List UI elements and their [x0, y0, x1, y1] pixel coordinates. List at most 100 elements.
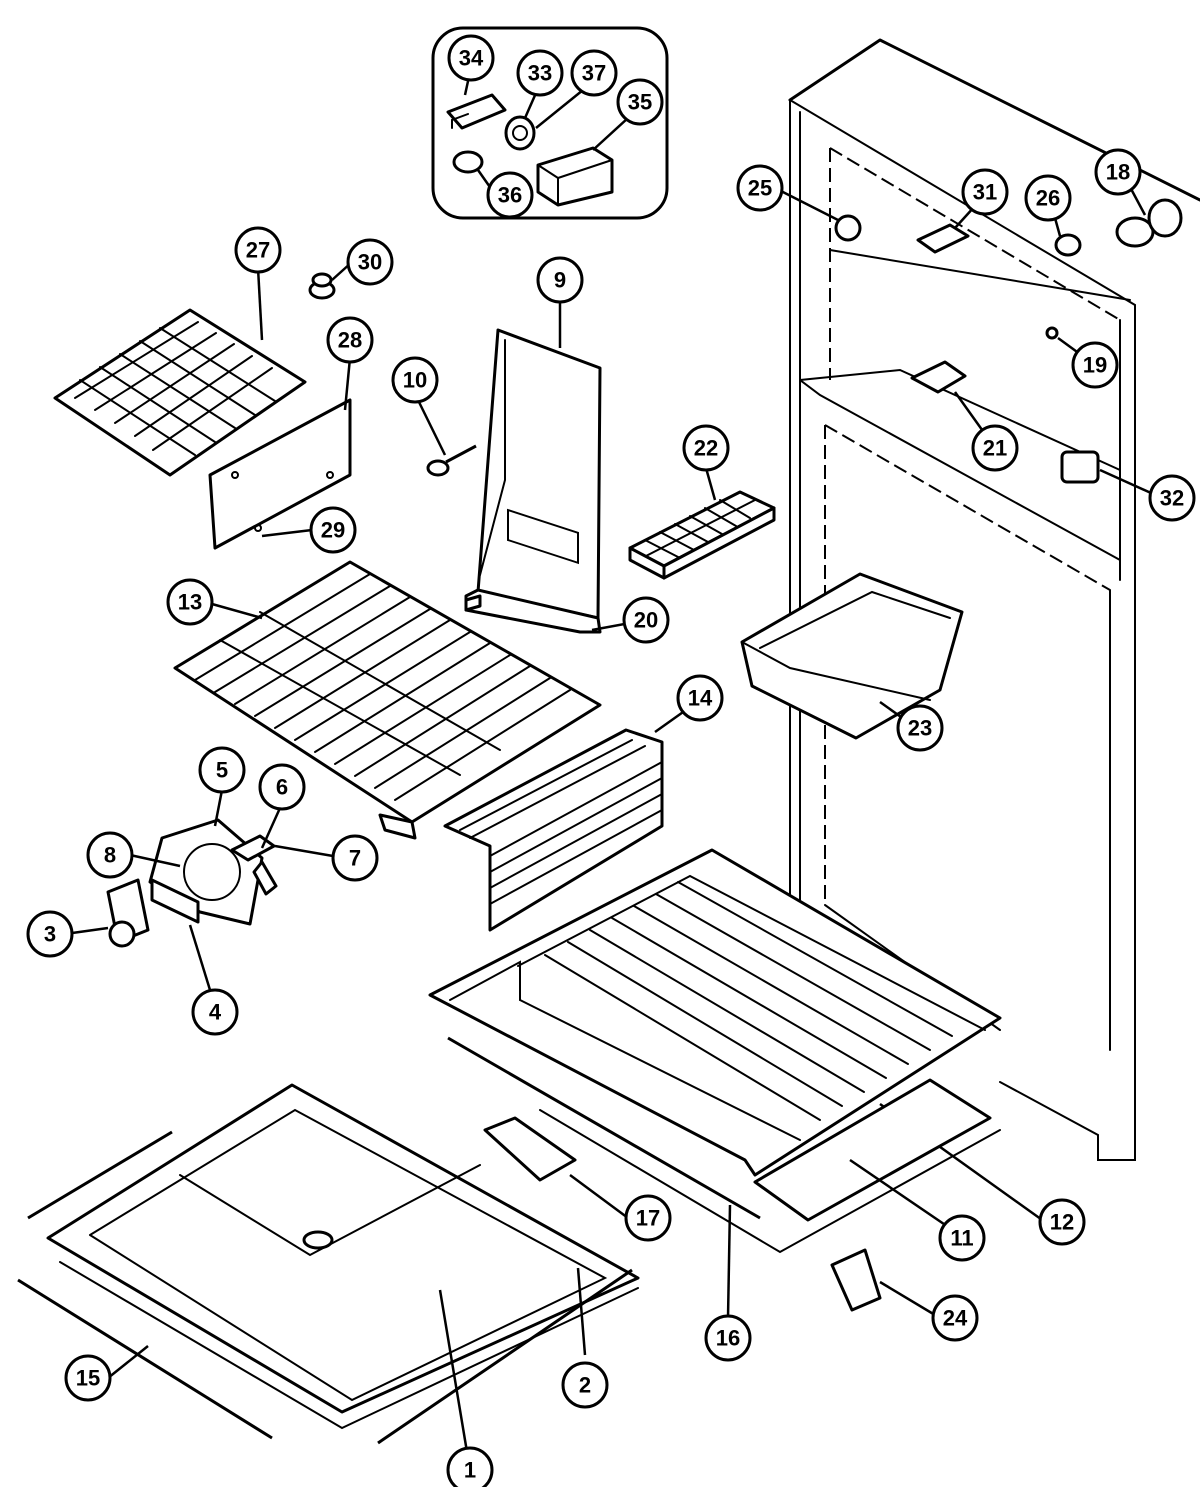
leader-29 — [261, 528, 313, 538]
control-knob — [1060, 450, 1163, 500]
light-switch-cover — [774, 186, 862, 242]
ice-cube-tray — [628, 467, 776, 580]
svg-text:19: 19 — [1083, 353, 1107, 378]
svg-text:35: 35 — [628, 90, 652, 115]
svg-text:24: 24 — [943, 1306, 968, 1331]
callout-3: 3 — [26, 910, 74, 958]
svg-text:25: 25 — [748, 176, 772, 201]
svg-text:29: 29 — [321, 518, 345, 543]
callout-21: 21 — [971, 424, 1019, 472]
light-shield — [536, 146, 614, 207]
callout-34: 34 — [447, 34, 495, 82]
svg-text:5: 5 — [216, 758, 228, 783]
callout-37: 37 — [570, 49, 618, 97]
callout-29: 29 — [309, 506, 357, 554]
leader-28 — [343, 357, 352, 411]
svg-text:37: 37 — [582, 61, 606, 86]
shelf-support — [208, 398, 352, 550]
light-bulb — [504, 115, 536, 151]
callout-15: 15 — [64, 1354, 112, 1402]
svg-text:11: 11 — [950, 1226, 973, 1251]
clip — [830, 1248, 936, 1317]
freezer-shelf — [53, 308, 307, 477]
callout-1: 1 — [446, 1446, 494, 1487]
svg-text:3: 3 — [44, 922, 56, 947]
callout-10: 10 — [391, 356, 439, 404]
svg-text:31: 31 — [973, 180, 997, 205]
callout-23: 23 — [896, 704, 944, 752]
callout-33: 33 — [516, 49, 564, 97]
svg-text:27: 27 — [246, 238, 270, 263]
screw — [416, 399, 477, 477]
glass-shelf-frame — [428, 848, 1046, 1224]
screw-small — [1045, 326, 1096, 367]
light-socket — [446, 93, 507, 130]
svg-text:28: 28 — [338, 328, 362, 353]
cabinet-liner — [788, 38, 1200, 1161]
side-rail-right — [377, 1267, 633, 1445]
callout-7: 7 — [331, 834, 379, 882]
callout-24: 24 — [931, 1294, 979, 1342]
svg-text:32: 32 — [1160, 486, 1184, 511]
callout-11: 11 — [938, 1214, 986, 1262]
fan-assembly — [64, 789, 334, 991]
callout-12: 12 — [1038, 1198, 1086, 1246]
grommet — [308, 272, 336, 300]
drain-trough — [447, 1036, 761, 1319]
svg-text:6: 6 — [276, 775, 288, 800]
svg-text:4: 4 — [209, 1000, 222, 1025]
callout-14: 14 — [676, 674, 724, 722]
fan-motor-bracket — [150, 878, 200, 924]
callout-35: 35 — [616, 78, 664, 126]
callout-19: 19 — [1071, 341, 1119, 389]
callout-5: 5 — [198, 746, 246, 794]
svg-text:20: 20 — [634, 608, 658, 633]
callout-16: 16 — [704, 1314, 752, 1362]
svg-text:26: 26 — [1036, 186, 1060, 211]
insulation-pad — [483, 1116, 629, 1220]
svg-text:14: 14 — [688, 686, 713, 711]
svg-text:33: 33 — [528, 61, 552, 86]
svg-text:21: 21 — [983, 436, 1007, 461]
callout-13: 13 — [166, 578, 214, 626]
svg-text:15: 15 — [76, 1366, 100, 1391]
svg-text:17: 17 — [636, 1206, 660, 1231]
svg-text:10: 10 — [403, 368, 427, 393]
side-rail-left — [17, 1130, 273, 1440]
callout-8: 8 — [86, 831, 134, 879]
bulb-base — [452, 150, 484, 174]
wire-shelf — [173, 560, 602, 840]
callout-27: 27 — [234, 226, 282, 274]
leader-13 — [211, 602, 263, 620]
callout-22: 22 — [682, 424, 730, 472]
svg-text:22: 22 — [694, 436, 718, 461]
svg-text:8: 8 — [104, 843, 116, 868]
callout-25: 25 — [736, 164, 784, 212]
leader-27 — [256, 267, 264, 341]
svg-text:2: 2 — [579, 1373, 591, 1398]
svg-text:9: 9 — [554, 268, 566, 293]
callout-28: 28 — [326, 316, 374, 364]
cabinet-floor-outline — [539, 1109, 1001, 1254]
callout-31: 31 — [961, 168, 1009, 216]
svg-text:16: 16 — [716, 1326, 740, 1351]
air-duct — [464, 300, 602, 634]
crisper-cover — [443, 728, 664, 932]
callout-26: 26 — [1024, 174, 1072, 222]
callout-17: 17 — [624, 1194, 672, 1242]
callout-20: 20 — [622, 596, 670, 644]
svg-text:36: 36 — [498, 183, 522, 208]
callout-4: 4 — [191, 988, 239, 1036]
svg-text:34: 34 — [459, 46, 484, 71]
svg-text:1: 1 — [464, 1458, 476, 1483]
svg-text:30: 30 — [358, 250, 382, 275]
svg-text:18: 18 — [1106, 160, 1130, 185]
callout-18: 18 — [1094, 148, 1142, 196]
callout-32: 32 — [1148, 474, 1196, 522]
callout-2: 2 — [561, 1361, 609, 1409]
svg-text:13: 13 — [178, 590, 202, 615]
callout-36: 36 — [486, 171, 534, 219]
defrost-timer — [106, 878, 150, 948]
crisper-glass — [753, 1078, 992, 1237]
